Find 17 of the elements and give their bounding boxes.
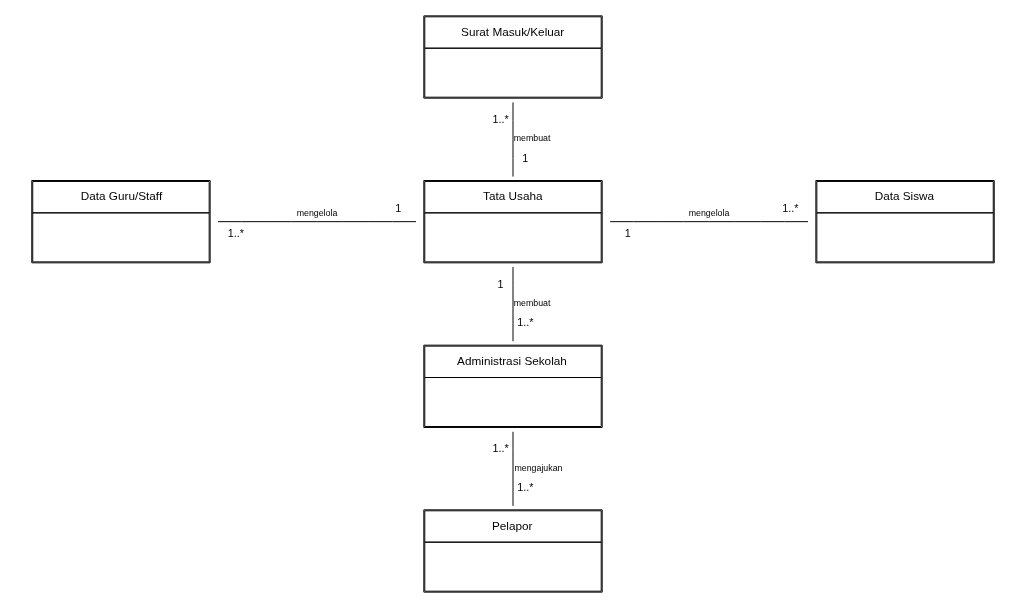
label: 1..* (782, 202, 799, 215)
label: 1..* (227, 226, 244, 239)
label: 1 (395, 202, 402, 215)
label: 1..* (492, 112, 509, 125)
label: 1..* (492, 442, 509, 455)
edge-label: mengelola (688, 207, 730, 218)
connector (609, 221, 809, 223)
label: 1 (624, 226, 631, 239)
label: 1 (497, 277, 504, 290)
edge-label: mengajukan (514, 462, 563, 473)
connector (217, 221, 417, 223)
label: 1..* (517, 480, 534, 493)
edge-label: mengelola (296, 207, 338, 218)
edge-label: membuat (513, 298, 551, 309)
label: 1 (522, 151, 529, 164)
edge-label: membuat (513, 133, 551, 144)
label: 1..* (517, 316, 534, 329)
